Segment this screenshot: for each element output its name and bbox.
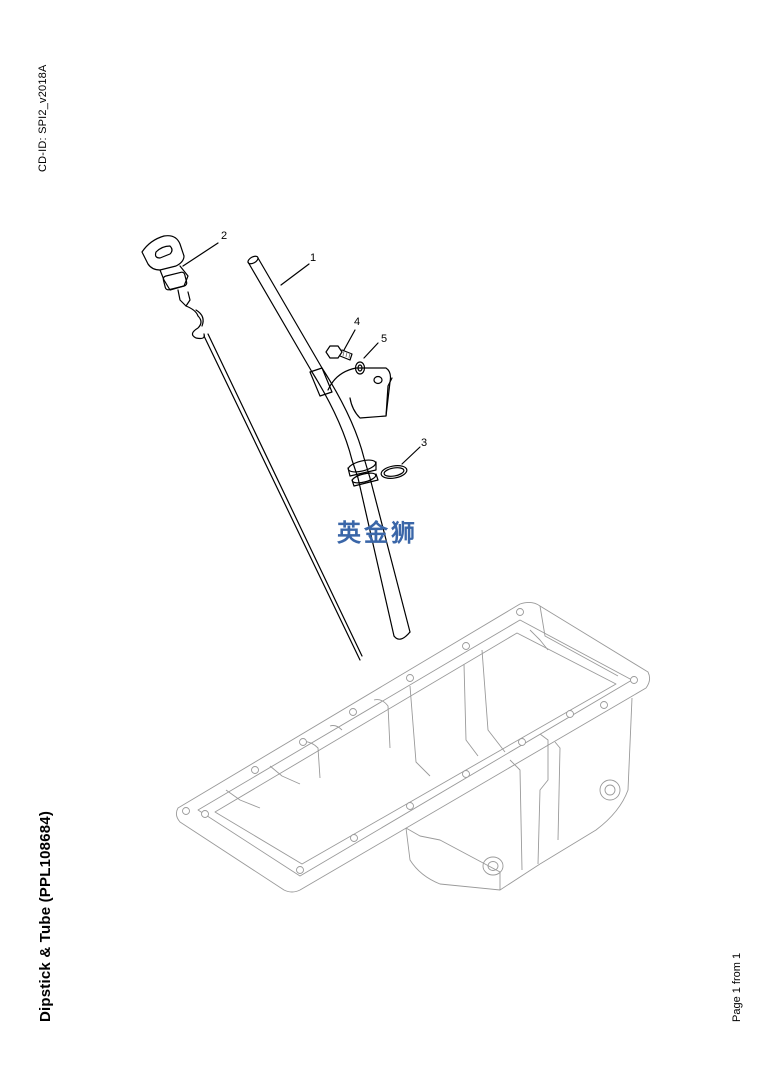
callout-3: 3 xyxy=(421,437,427,449)
dipstick-handle-icon xyxy=(141,235,205,340)
washer-icon xyxy=(354,361,366,375)
dipstick-tube-icon xyxy=(247,255,411,640)
bolt-icon xyxy=(325,345,353,361)
o-ring-icon xyxy=(380,465,408,479)
callout-1: 1 xyxy=(310,252,316,264)
callout-5: 5 xyxy=(381,333,387,345)
watermark: 英金狮 xyxy=(337,519,418,547)
oil-pan-icon xyxy=(175,601,651,893)
callout-2: 2 xyxy=(221,230,227,242)
leader-lines xyxy=(182,242,421,465)
callout-4: 4 xyxy=(354,316,360,328)
dipstick-blade xyxy=(203,333,363,661)
